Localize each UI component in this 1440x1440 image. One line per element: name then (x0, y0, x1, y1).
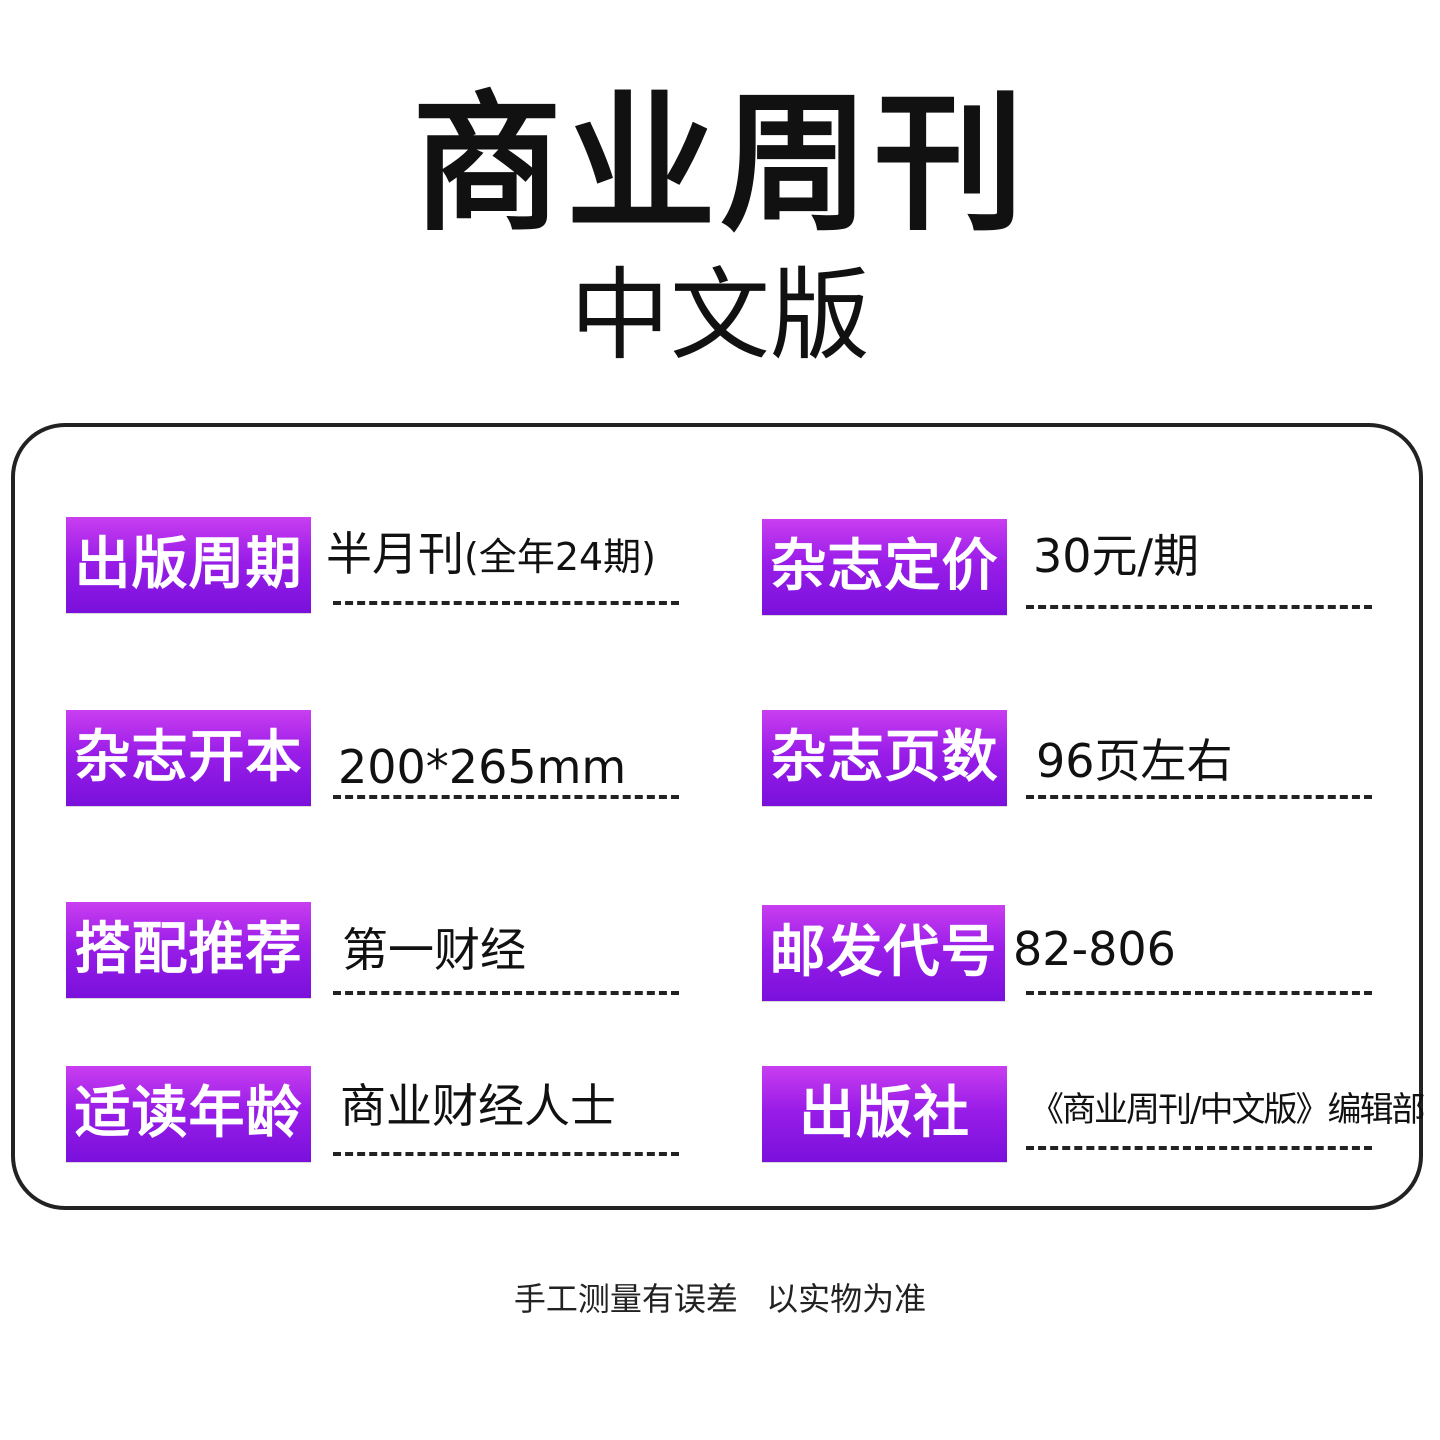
price-value: 30元/期 (1033, 529, 1200, 583)
audience-label: 适读年龄 (66, 1066, 311, 1162)
dashed-underline (333, 795, 679, 799)
pages-value: 96页左右 (1036, 734, 1233, 788)
pages-label: 杂志页数 (762, 710, 1007, 806)
dashed-underline (1026, 795, 1372, 799)
postal-code-label: 邮发代号 (762, 905, 1005, 1001)
publisher-value: 《商业周刊/中文版》编辑部 (1030, 1090, 1425, 1130)
publication-cycle-label: 出版周期 (66, 517, 311, 613)
dashed-underline (1026, 991, 1372, 995)
footer-note: 手工测量有误差 以实物为准 (513, 1280, 927, 1318)
page-title: 商业周刊 (411, 78, 1028, 252)
audience-value: 商业财经人士 (340, 1079, 616, 1133)
recommendation-value: 第一财经 (342, 923, 526, 977)
publisher-label: 出版社 (762, 1066, 1007, 1162)
page-subtitle: 中文版 (570, 257, 870, 374)
dashed-underline (333, 601, 679, 605)
format-value: 200*265mm (338, 740, 627, 794)
recommendation-label: 搭配推荐 (66, 902, 311, 998)
dashed-underline (1026, 605, 1372, 609)
publication-cycle-value: 半月刊(全年24期) (326, 524, 656, 587)
publication-cycle-main: 半月刊 (326, 527, 464, 581)
format-label: 杂志开本 (66, 710, 311, 806)
spec-panel (11, 423, 1423, 1210)
dashed-underline (333, 991, 679, 995)
dashed-underline (1026, 1146, 1372, 1150)
postal-code-value: 82-806 (1013, 922, 1176, 976)
price-label: 杂志定价 (762, 519, 1007, 615)
publication-cycle-note: (全年24期) (464, 535, 657, 579)
dashed-underline (333, 1152, 679, 1156)
